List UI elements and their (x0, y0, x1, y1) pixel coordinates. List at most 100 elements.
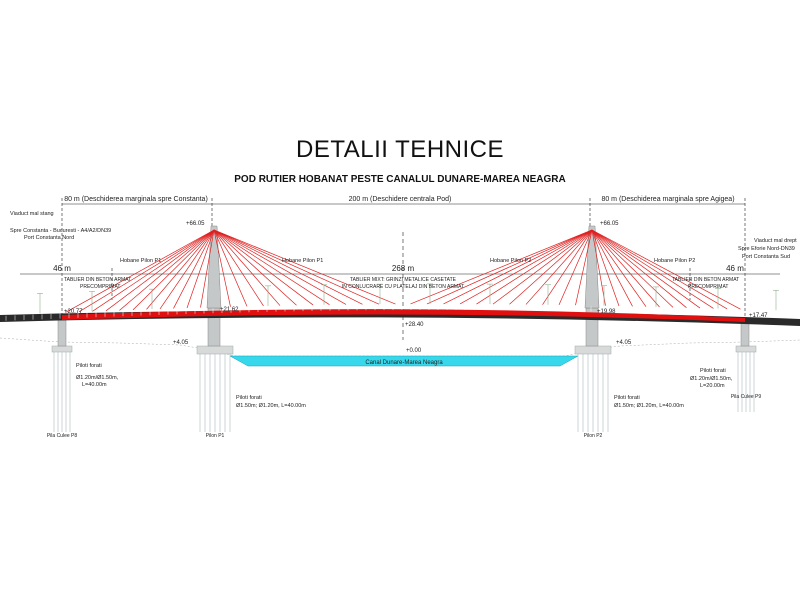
elev-ground-p2: +4.05 (616, 340, 632, 346)
canal-water (229, 355, 579, 367)
viaduct-right-line1: Viaduct mal drept (754, 238, 797, 244)
stay-cable (509, 229, 593, 305)
span-label-right-marginal: 80 m (Deschiderea marginala spre Agigea) (601, 196, 734, 203)
viaduct-left-line2: Spre Constanta - Bucuresti - A4/A2/DN39 (10, 228, 111, 234)
viaduct-right-line3: Port Constanta Sud (742, 254, 790, 260)
ground-profile (0, 337, 800, 357)
pilon-p2-label: Pilon P2 (584, 433, 603, 439)
stay-cable (591, 229, 647, 307)
piloti-p2-line2: Ø1.50m; Ø1.20m, L=40.00m (614, 403, 684, 409)
lamp-post (653, 286, 659, 307)
lamp-post (265, 285, 271, 306)
foundation-piles (51, 345, 757, 432)
pylon-p2 (584, 225, 600, 309)
piloti-p1-line1: Piloti forati (236, 395, 262, 401)
lamp-post (487, 283, 493, 305)
stay-cable (591, 229, 728, 310)
piloti-left-line1: Piloti forati (76, 363, 102, 369)
stay-cable (173, 229, 215, 309)
stay-cable (213, 229, 248, 307)
lamp-post (377, 283, 383, 305)
stay-cable (591, 229, 633, 307)
stay-cable (575, 229, 593, 306)
stay-cable (186, 229, 215, 309)
lamp-post (321, 284, 327, 305)
stay-cable (525, 229, 593, 305)
stay-cable (410, 229, 593, 305)
piloti-right-line2: Ø1.20m/Ø1.50m, (690, 376, 733, 382)
bridge-deck (0, 304, 800, 326)
elev-top-p1: +66.05 (186, 221, 205, 227)
stay-cable (213, 229, 347, 305)
tablier-right-line1: TABLIER DIN BETON ARMAT (672, 277, 739, 283)
stay-cable (213, 229, 380, 305)
stay-cable (443, 229, 593, 305)
canal-label: Canal Dunare-Marea Neagra (365, 360, 443, 366)
stay-cable (558, 229, 593, 306)
viaduct-right-line2: Spre Eforie Nord-DN39 (738, 246, 795, 252)
stay-cable (200, 229, 215, 308)
stay-cable (476, 229, 593, 305)
hobane-p2-left: Hobane Pilon P2 (490, 258, 531, 264)
stay-cables (65, 229, 741, 313)
elev-deck-mid: +28.40 (405, 322, 424, 328)
stay-cable (146, 229, 215, 310)
piles-p9 (735, 345, 757, 412)
tablier-right-line2: PRECOMPRIMAT (688, 284, 728, 290)
piles-p8 (51, 345, 73, 432)
span-label-left-46: 46 m (53, 264, 71, 273)
stay-cable (426, 229, 593, 305)
elev-deck-left: +20.77 (64, 309, 83, 315)
lamp-post (37, 293, 43, 314)
hobane-p2-right: Hobane Pilon P2 (654, 258, 695, 264)
viaduct-left-line1: Viaduct mal stang (10, 211, 54, 217)
elev-deck-right: +17.47 (749, 313, 768, 319)
elevation-labels: +66.05 +66.05 +20.77 +21.62 +28.40 +19.9… (64, 221, 768, 354)
stay-cable (591, 229, 620, 307)
pylon-p1 (206, 225, 222, 309)
piloti-right-line3: L=20.00m (700, 383, 725, 389)
stay-cable (132, 229, 215, 311)
span-label-central: 200 m (Deschidere centrala Pod) (349, 196, 452, 203)
stay-cable (213, 229, 231, 307)
lamp-post (601, 285, 607, 306)
piloti-p2-line1: Piloti forati (614, 395, 640, 401)
stay-cable (213, 229, 297, 306)
lamp-posts (37, 283, 779, 314)
piloti-left-line3: L=40.00m (82, 382, 107, 388)
stay-cable (591, 229, 714, 309)
piles-p1 (196, 345, 234, 432)
lamp-post (545, 284, 551, 305)
piles-p2 (574, 345, 612, 432)
stay-cable (78, 229, 215, 313)
lamp-post (89, 291, 95, 312)
span-label-268: 268 m (392, 264, 415, 273)
pier-p8 (57, 319, 67, 347)
span-label-right-46: 46 m (726, 264, 744, 273)
lamp-post (427, 283, 433, 304)
elev-water: +0.00 (406, 348, 422, 354)
page-title: DETALII TEHNICE (296, 136, 504, 163)
tablier-mid-line2: IN CONLUCRARE CU PLATELAJ DIN BETON ARMA… (342, 284, 464, 290)
piloti-left-line2: Ø1.20m/Ø1.50m, (76, 375, 119, 381)
dimension-lines (20, 198, 780, 340)
stay-cable (65, 229, 215, 313)
stay-cable (591, 229, 741, 310)
deck-red-band (62, 309, 745, 322)
pilon-p1-label: Pilon P1 (206, 433, 225, 439)
span-labels: 80 m (Deschiderea marginala spre Constan… (53, 196, 744, 273)
elev-deck-p2: +19.98 (597, 309, 616, 315)
piloti-p1-line2: Ø1.50m; Ø1.20m, L=40.00m (236, 403, 306, 409)
stay-cable (591, 229, 674, 308)
stay-cable (213, 229, 330, 305)
stay-cable (591, 229, 660, 308)
stay-cable (591, 229, 606, 306)
tablier-left-line2: PRECOMPRIMAT (80, 284, 120, 290)
stay-cable (213, 229, 363, 305)
span-label-left-marginal: 80 m (Deschiderea marginala spre Constan… (64, 196, 208, 203)
elev-deck-p1: +21.62 (220, 307, 239, 313)
piloti-right-line1: Piloti forati (700, 368, 726, 374)
stay-cable (591, 229, 701, 309)
stay-cable (213, 229, 281, 306)
